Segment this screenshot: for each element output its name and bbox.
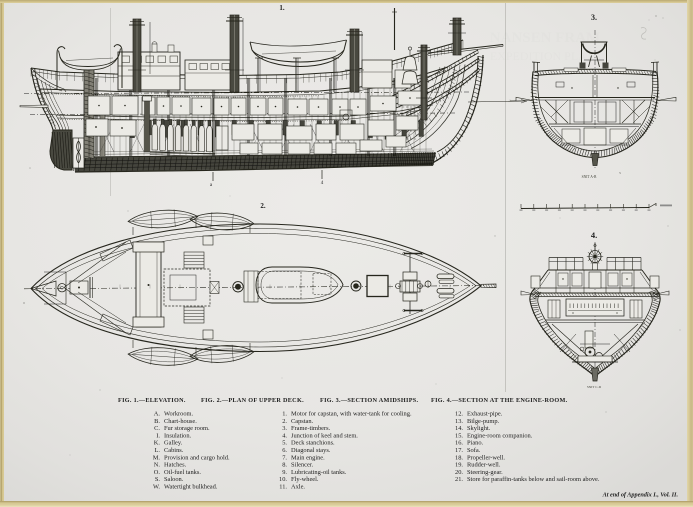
svg-text:I.: I. xyxy=(156,432,160,439)
svg-text:Skylight.: Skylight. xyxy=(467,425,491,432)
svg-text:5.: 5. xyxy=(282,440,287,447)
svg-text:14.: 14. xyxy=(455,425,463,432)
svg-text:6.: 6. xyxy=(282,447,287,454)
svg-text:Fly-wheel.: Fly-wheel. xyxy=(291,476,319,483)
svg-text:Frame-timbers.: Frame-timbers. xyxy=(291,425,331,432)
svg-text:At end of Appendix I., Vol. II: At end of Appendix I., Vol. II. xyxy=(602,492,679,499)
svg-text:8.: 8. xyxy=(282,462,287,469)
svg-text:C.: C. xyxy=(154,425,160,432)
svg-text:SNIT C-D: SNIT C-D xyxy=(587,385,602,389)
svg-text:7.: 7. xyxy=(282,454,287,461)
svg-text:Saloon.: Saloon. xyxy=(164,476,184,483)
svg-text:Capstan.: Capstan. xyxy=(291,418,314,425)
svg-text:16.: 16. xyxy=(455,440,463,447)
svg-text:FIG. 3.—SECTION AMIDSHIPS.: FIG. 3.—SECTION AMIDSHIPS. xyxy=(320,397,419,404)
svg-text:2.: 2. xyxy=(282,418,287,425)
svg-text:18.: 18. xyxy=(455,454,463,461)
svg-text:N.: N. xyxy=(154,462,161,469)
svg-text:5: 5 xyxy=(619,171,621,175)
svg-text:Steering-gear.: Steering-gear. xyxy=(467,469,503,476)
svg-text:12.: 12. xyxy=(455,411,463,418)
svg-text:Axle.: Axle. xyxy=(291,484,305,491)
svg-text:Hatches.: Hatches. xyxy=(164,462,187,469)
svg-text:4.: 4. xyxy=(591,230,597,240)
svg-text:Lubricating-oil tanks.: Lubricating-oil tanks. xyxy=(291,469,347,476)
svg-text:2.: 2. xyxy=(260,202,266,210)
svg-text:15.: 15. xyxy=(455,432,463,439)
svg-text:9.: 9. xyxy=(282,469,287,476)
svg-text:Galley.: Galley. xyxy=(164,440,183,447)
svg-text:A.: A. xyxy=(154,411,161,418)
svg-text:S.: S. xyxy=(155,476,161,483)
svg-text:13.: 13. xyxy=(455,418,463,425)
svg-text:Junction of keel and stem.: Junction of keel and stem. xyxy=(291,432,358,439)
svg-text:Propeller-well.: Propeller-well. xyxy=(467,454,505,461)
svg-text:Fur storage room.: Fur storage room. xyxy=(164,425,210,432)
svg-text:EXPEDITION PLATE: EXPEDITION PLATE xyxy=(490,49,600,63)
svg-text:B.: B. xyxy=(154,418,160,425)
svg-text:3.: 3. xyxy=(282,425,287,432)
svg-text:Deck stanchions.: Deck stanchions. xyxy=(291,440,335,447)
svg-text:Provision and cargo hold.: Provision and cargo hold. xyxy=(164,454,230,461)
svg-text:M.: M. xyxy=(153,454,161,461)
svg-text:4: 4 xyxy=(321,181,324,186)
svg-text:Cabins.: Cabins. xyxy=(164,447,184,454)
svg-text:FIG. 4.—SECTION AT THE ENGINE-: FIG. 4.—SECTION AT THE ENGINE-ROOM. xyxy=(431,397,568,404)
svg-text:1.: 1. xyxy=(279,4,285,12)
svg-text:Insulation.: Insulation. xyxy=(164,432,192,439)
svg-text:FIG. 1.—ELEVATION.: FIG. 1.—ELEVATION. xyxy=(118,397,186,404)
svg-text:21.: 21. xyxy=(455,476,463,483)
svg-text:Watertight bulkhead.: Watertight bulkhead. xyxy=(164,484,218,491)
svg-text:Oil-fuel tanks.: Oil-fuel tanks. xyxy=(164,469,201,476)
svg-text:Diagonal stays.: Diagonal stays. xyxy=(291,447,331,454)
svg-text:a: a xyxy=(210,183,213,188)
svg-text:19.: 19. xyxy=(455,462,463,469)
svg-text:FIG. 2.—PLAN OF UPPER DECK.: FIG. 2.—PLAN OF UPPER DECK. xyxy=(201,397,304,404)
svg-text:W.: W. xyxy=(153,484,160,491)
svg-text:NANSEN FRAM: NANSEN FRAM xyxy=(490,30,600,46)
svg-text:Silencer.: Silencer. xyxy=(291,462,314,469)
svg-text:Chart-house.: Chart-house. xyxy=(164,418,197,425)
svg-text:Store for paraffin-tanks below: Store for paraffin-tanks below and sail-… xyxy=(467,476,600,483)
svg-text:Bilge-pump.: Bilge-pump. xyxy=(467,418,500,425)
svg-text:20.: 20. xyxy=(455,469,463,476)
svg-text:Workroom.: Workroom. xyxy=(164,411,194,418)
svg-text:1.: 1. xyxy=(282,411,287,418)
svg-text:17.: 17. xyxy=(455,447,463,454)
svg-text:Motor for capstan, with water-: Motor for capstan, with water-tank for c… xyxy=(291,411,412,418)
svg-text:Piano.: Piano. xyxy=(467,440,484,447)
svg-text:Sofa.: Sofa. xyxy=(467,447,481,454)
svg-text:4.: 4. xyxy=(282,432,287,439)
svg-text:Rudder-well.: Rudder-well. xyxy=(467,462,501,469)
svg-text:10.: 10. xyxy=(279,476,287,483)
svg-text:Exhaust-pipe.: Exhaust-pipe. xyxy=(467,411,503,418)
svg-text:Engine-room companion.: Engine-room companion. xyxy=(467,432,533,439)
svg-text:L.: L. xyxy=(154,447,160,454)
svg-text:O.: O. xyxy=(154,469,161,476)
svg-text:11.: 11. xyxy=(279,484,287,491)
svg-text:Main engine.: Main engine. xyxy=(291,454,325,461)
svg-text:3.: 3. xyxy=(591,13,597,22)
svg-text:K.: K. xyxy=(154,440,161,447)
svg-text:SNIT A-B: SNIT A-B xyxy=(582,175,597,179)
